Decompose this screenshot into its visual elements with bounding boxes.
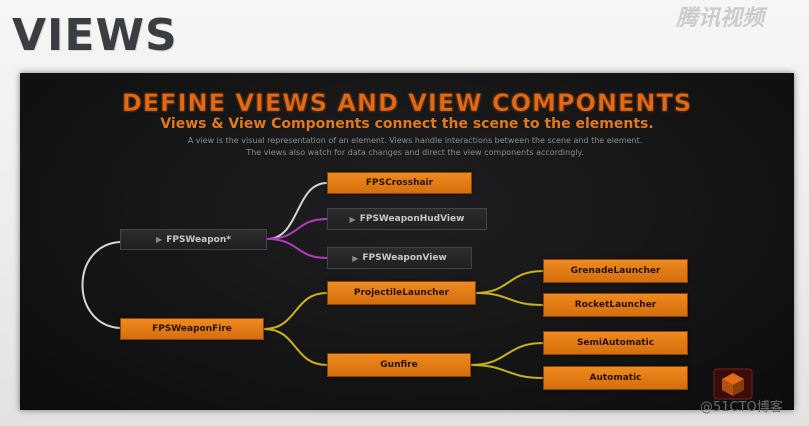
node-fps-weapon-fire[interactable]: FPSWeaponFire xyxy=(120,318,264,340)
wire-weaponfire-to-gunfire xyxy=(263,328,328,366)
node-rocket-launcher-label: RocketLauncher xyxy=(574,300,657,310)
wire-weapon-to-crosshair xyxy=(266,182,328,240)
wire-weapon-to-weaponfire xyxy=(81,241,121,329)
node-fps-weapon-hud-view[interactable]: ▶ FPSWeaponHudView xyxy=(327,208,487,230)
node-fps-crosshair-label: FPSCrosshair xyxy=(365,178,434,188)
diagram-description-line-1: A view is the visual representation of a… xyxy=(187,136,643,145)
node-fps-weapon-label: FPSWeapon* xyxy=(166,234,231,245)
slide-title: VIEWS xyxy=(12,10,178,61)
node-semi-automatic-label: SemiAutomatic xyxy=(576,338,655,348)
node-semi-automatic[interactable]: SemiAutomatic xyxy=(543,331,688,355)
node-projectile-launcher[interactable]: ProjectileLauncher xyxy=(327,281,476,305)
wire-weapon-to-weaponview xyxy=(266,238,328,259)
diagram-heading: DEFINE VIEWS AND VIEW COMPONENTS xyxy=(121,89,693,118)
diagram-screen: DEFINE VIEWS AND VIEW COMPONENTS Views &… xyxy=(20,73,794,410)
connection-wires xyxy=(81,182,544,379)
diagram-description-line-2: The views also watch for data changes an… xyxy=(246,148,584,157)
play-arrow-icon: ▶ xyxy=(349,214,356,224)
node-automatic[interactable]: Automatic xyxy=(543,366,688,390)
node-projectile-launcher-label: ProjectileLauncher xyxy=(353,288,450,298)
wire-projectile-to-grenade xyxy=(475,270,544,294)
node-gunfire[interactable]: Gunfire xyxy=(327,353,471,377)
wire-weaponfire-to-projectile xyxy=(263,292,328,330)
play-arrow-icon: ▶ xyxy=(156,235,163,244)
node-fps-weapon-hud-view-label: FPSWeaponHudView xyxy=(359,214,465,224)
wire-gunfire-to-automatic xyxy=(470,364,544,379)
cube-logo-icon xyxy=(713,368,753,400)
diagram-subheading: Views & View Components connect the scen… xyxy=(160,116,654,132)
node-fps-weapon-fire-label: FPSWeaponFire xyxy=(152,324,232,334)
node-fps-weapon[interactable]: ▶ FPSWeapon* xyxy=(120,229,267,250)
video-watermark: 腾讯视频 xyxy=(676,6,765,31)
wire-projectile-to-rocket xyxy=(475,292,544,306)
node-grenade-launcher[interactable]: GrenadeLauncher xyxy=(543,259,688,283)
wire-gunfire-to-semiauto xyxy=(470,342,544,366)
wire-weapon-to-hudview xyxy=(266,218,328,240)
node-fps-weapon-view-label: FPSWeaponView xyxy=(362,253,447,263)
node-gunfire-label: Gunfire xyxy=(380,360,418,370)
node-grenade-launcher-label: GrenadeLauncher xyxy=(570,266,661,276)
node-automatic-label: Automatic xyxy=(589,373,642,383)
play-arrow-icon: ▶ xyxy=(352,253,359,263)
site-watermark: @51CTO博客 xyxy=(700,400,783,415)
node-fps-crosshair[interactable]: FPSCrosshair xyxy=(327,172,472,194)
node-fps-weapon-view[interactable]: ▶ FPSWeaponView xyxy=(327,247,472,269)
node-rocket-launcher[interactable]: RocketLauncher xyxy=(543,293,688,317)
